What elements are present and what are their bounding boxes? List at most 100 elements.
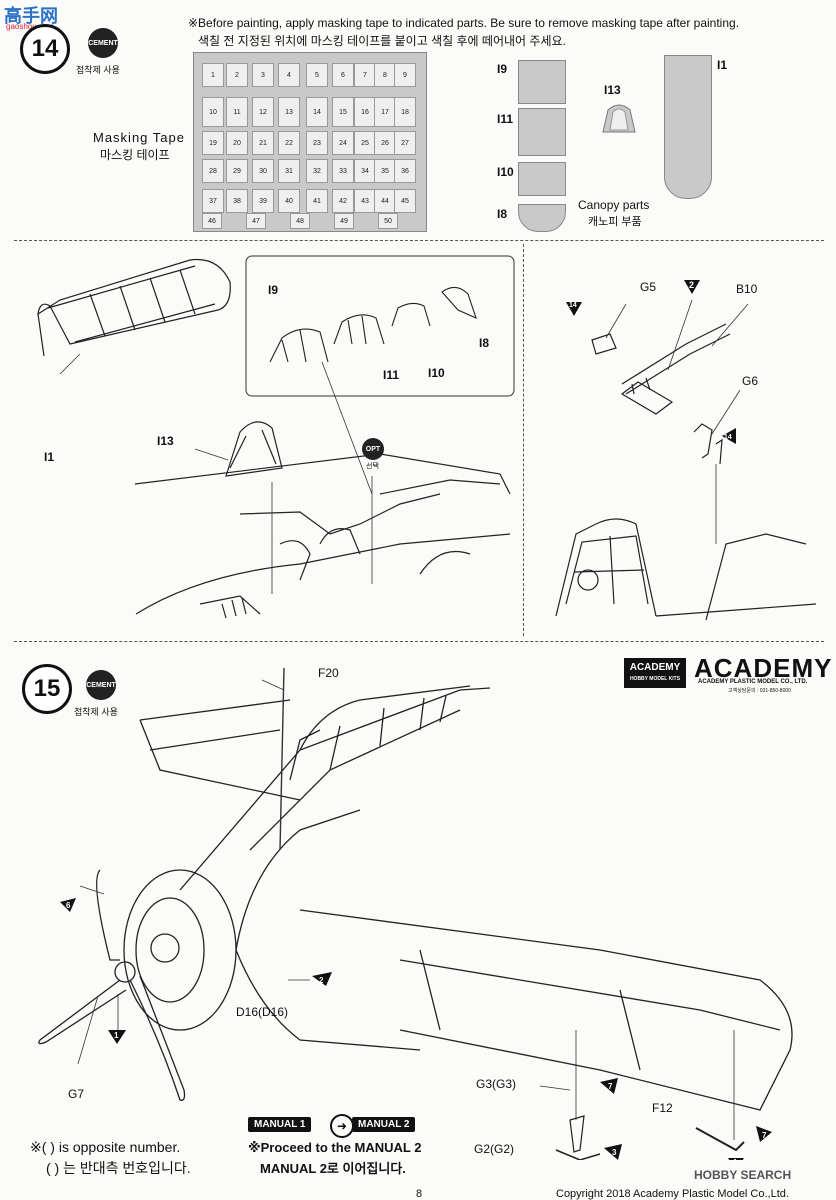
mask-cell: 43 <box>354 189 376 213</box>
part-label-i9-assembly: I9 <box>268 283 279 297</box>
mask-cell: 8 <box>374 63 396 87</box>
part-label-f20: F20 <box>318 666 339 680</box>
part-label-g7: G7 <box>68 1087 85 1101</box>
part-label-i10-assembly: I10 <box>428 366 445 380</box>
mask-cell: 4 <box>278 63 300 87</box>
mask-cell: 17 <box>374 97 396 127</box>
part-label-b10: B10 <box>736 282 758 296</box>
callout-2: 2 <box>319 976 324 985</box>
mask-cell: 5 <box>306 63 328 87</box>
mask-cell: 30 <box>252 159 274 183</box>
mask-cell: 26 <box>374 131 396 155</box>
mask-cell: 29 <box>226 159 248 183</box>
part-label-d16: D16(D16) <box>236 1005 289 1019</box>
mask-cell: 45 <box>394 189 416 213</box>
mask-cell: 10 <box>202 97 224 127</box>
part-label-i11-assembly: I11 <box>383 368 400 382</box>
part-label-i11: I11 <box>497 112 514 126</box>
mask-cell: 32 <box>306 159 328 183</box>
canopy-mask-i8 <box>518 204 566 232</box>
part-label-i10: I10 <box>497 165 514 179</box>
mask-cell: 18 <box>394 97 416 127</box>
gun-subassembly-drawing <box>555 280 817 621</box>
callout-3: 3 <box>612 1148 617 1157</box>
mask-cell: 3 <box>252 63 274 87</box>
mask-cell: 1 <box>202 63 224 87</box>
part-label-f12: F12 <box>652 1101 673 1115</box>
step-15-number: 15 <box>22 664 72 714</box>
mask-cell: 19 <box>202 131 224 155</box>
callout-2-gun: 2 <box>689 280 695 290</box>
part-label-g3: G3(G3) <box>476 1077 517 1091</box>
part-label-i1-mask: I1 <box>717 58 728 72</box>
aircraft-drawing <box>38 667 793 1160</box>
mask-cell: 23 <box>306 131 328 155</box>
callout-14-gun-b: 14 <box>724 434 732 441</box>
canopy-mask-i13 <box>602 104 636 133</box>
divider-top <box>14 240 824 241</box>
mask-cell: 9 <box>394 63 416 87</box>
proceed-manual-2: ※Proceed to the MANUAL 2 <box>248 1140 422 1155</box>
hobby-search-watermark: HOBBY SEARCH <box>694 1168 792 1182</box>
academy-logo-box: ACADEMY HOBBY MODEL KITS <box>624 658 686 688</box>
part-label-i1-assembly: I1 <box>44 450 55 464</box>
callout-7b: 7 <box>762 1131 767 1140</box>
mask-cell: 40 <box>278 189 300 213</box>
mask-cell: 16 <box>354 97 376 127</box>
mask-cell: 15 <box>332 97 354 127</box>
mask-cell: 34 <box>354 159 376 183</box>
mask-cell: 14 <box>306 97 328 127</box>
mask-cell: 37 <box>202 189 224 213</box>
mask-cell: 2 <box>226 63 248 87</box>
mask-cell: 31 <box>278 159 300 183</box>
logo-box-bottom: HOBBY MODEL KITS <box>629 676 681 682</box>
manual-2-badge: MANUAL 2 <box>352 1117 416 1132</box>
canopy-parts-label: Canopy parts <box>578 198 650 212</box>
mask-cell: 48 <box>290 213 310 229</box>
mask-cell: 25 <box>354 131 376 155</box>
mask-cell: 20 <box>226 131 248 155</box>
mask-cell: 7 <box>354 63 376 87</box>
part-label-i8-assembly: I8 <box>479 336 490 350</box>
mask-cell: 6 <box>332 63 354 87</box>
mask-cell: 41 <box>306 189 328 213</box>
mask-cell: 47 <box>246 213 266 229</box>
canopy-mask-i10 <box>518 162 566 196</box>
part-label-i13-mask: I13 <box>604 83 621 97</box>
opt-icon: OPT <box>362 438 384 460</box>
cement-icon: CEMENT <box>88 28 118 58</box>
opposite-number-note: ※( ) is opposite number. <box>30 1139 181 1155</box>
part-label-g6: G6 <box>742 374 759 388</box>
mask-cell: 42 <box>332 189 354 213</box>
mask-cell: 13 <box>278 97 300 127</box>
copyright: Copyright 2018 Academy Plastic Model Co.… <box>556 1188 789 1200</box>
opt-caption: 선택 <box>366 463 379 470</box>
step14-assembly-drawing <box>37 255 515 619</box>
mask-cell: 21 <box>252 131 274 155</box>
part-label-g5: G5 <box>640 280 657 294</box>
mask-cell: 22 <box>278 131 300 155</box>
mask-cell: 46 <box>202 213 222 229</box>
mask-cell: 27 <box>394 131 416 155</box>
masking-tape-label: Masking Tape <box>93 130 185 145</box>
divider-vertical <box>523 244 524 636</box>
canopy-mask-i1 <box>664 55 712 199</box>
manual-1-badge: MANUAL 1 <box>248 1117 312 1132</box>
academy-logo-word: ACADEMY <box>694 653 833 683</box>
arrow-icon: ➜ <box>330 1114 354 1138</box>
watermark-url: gaoshou.com <box>6 22 55 31</box>
proceed-manual-2-ko: MANUAL 2로 이어집니다. <box>260 1161 406 1176</box>
logo-box-top: ACADEMY <box>629 662 681 673</box>
page-number: 8 <box>416 1188 423 1200</box>
canopy-mask-i11 <box>518 108 566 156</box>
mask-cell: 24 <box>332 131 354 155</box>
part-label-i13-assembly: I13 <box>157 434 174 448</box>
callout-1a: 1 <box>114 1031 119 1040</box>
mask-cell: 49 <box>334 213 354 229</box>
mask-cell: 50 <box>378 213 398 229</box>
callout-14-gun-a: 14 <box>569 302 577 309</box>
part-label-i9: I9 <box>497 62 508 76</box>
cement-caption: 접착제 사용 <box>76 65 120 75</box>
part-label-i8: I8 <box>497 207 508 221</box>
mask-cell: 38 <box>226 189 248 213</box>
